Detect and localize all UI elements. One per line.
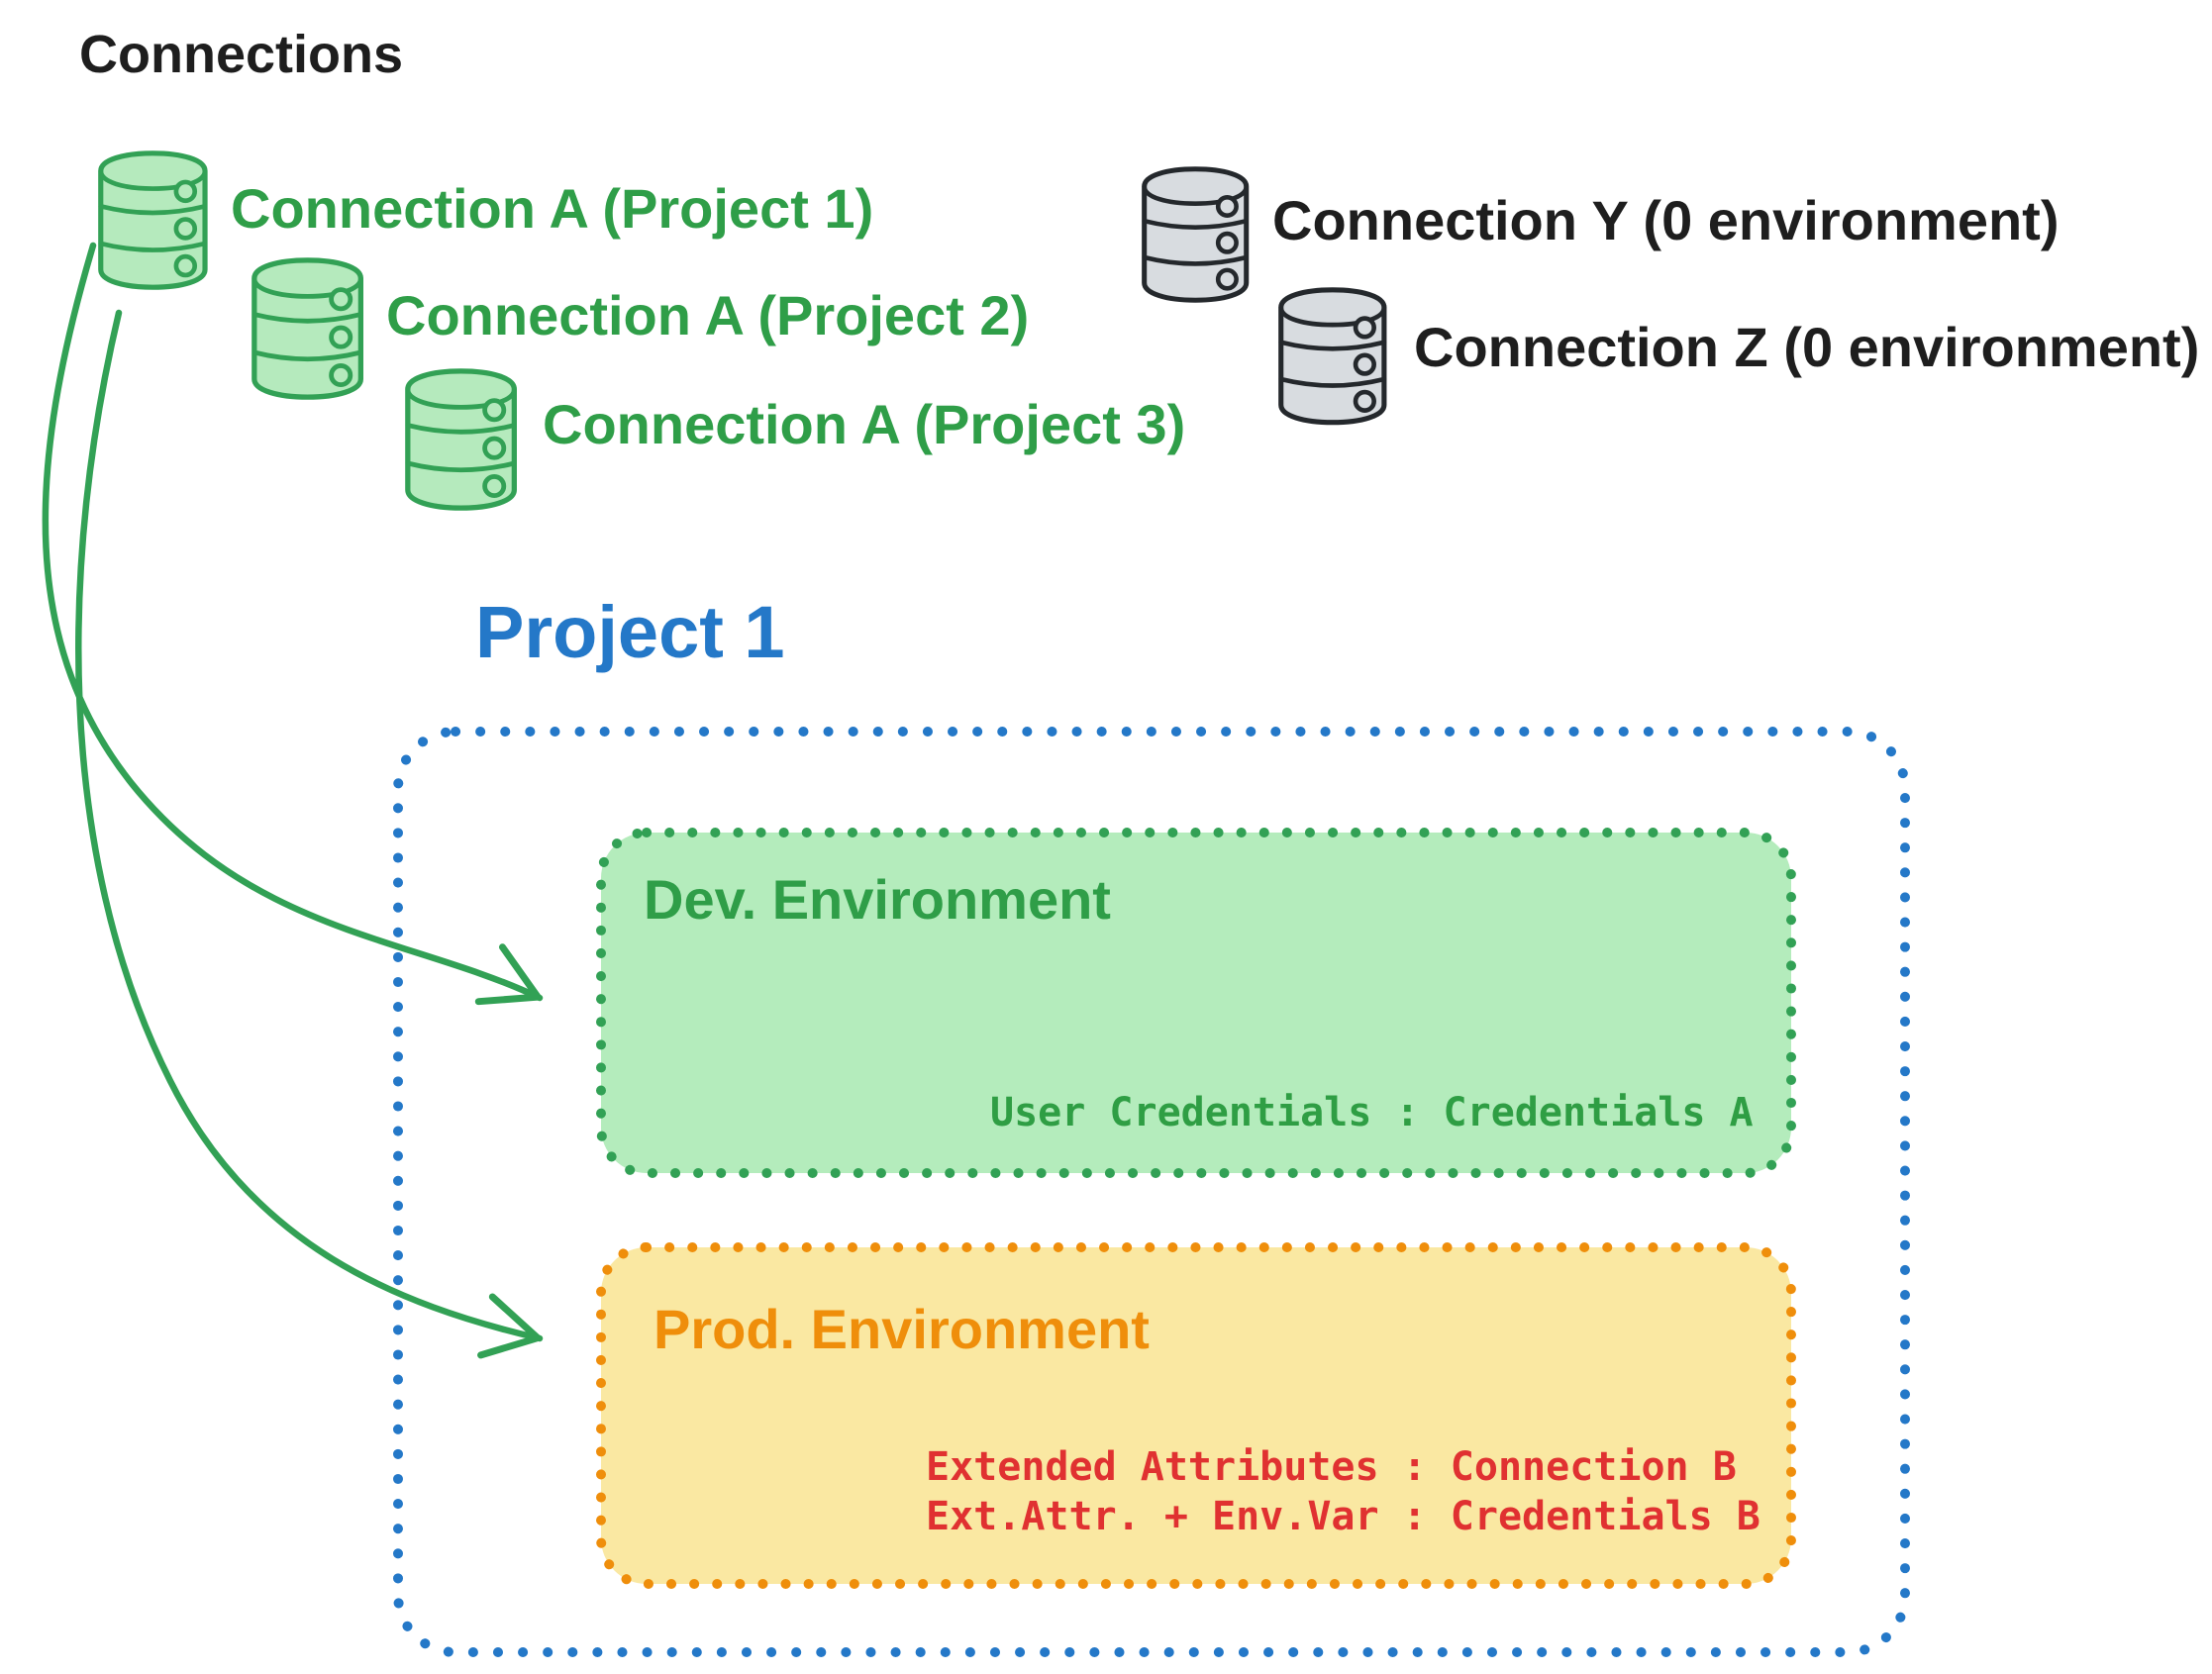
dev-environment-credentials: User Credentials : Credentials A <box>990 1090 1754 1135</box>
arrow-connection-a-to-prod <box>75 309 544 1359</box>
prod-environment-label: Prod. Environment <box>654 1298 1150 1360</box>
project-1-title: Project 1 <box>475 591 785 673</box>
dev-environment-box <box>596 828 1796 1178</box>
arrow-connection-a-to-dev <box>42 242 544 1006</box>
dev-environment-label: Dev. Environment <box>644 868 1111 931</box>
connection-a-project-2-label: Connection A (Project 2) <box>386 284 1030 346</box>
database-icon-connection-a-project-2 <box>253 259 361 398</box>
connections-title: Connections <box>79 25 404 84</box>
connection-a-project-1-label: Connection A (Project 1) <box>231 177 874 240</box>
project-1-box <box>393 727 1910 1657</box>
database-icon-connection-a-project-3 <box>407 370 515 509</box>
prod-environment-credentials-line-2: Ext.Attr. + Env.Var : Credentials B <box>926 1494 1760 1539</box>
connection-a-project-3-label: Connection A (Project 3) <box>543 393 1186 455</box>
database-icon-connection-a-project-1 <box>100 152 206 288</box>
prod-environment-credentials-line-1: Extended Attributes : Connection B <box>926 1444 1737 1490</box>
connection-z-label: Connection Z (0 environment) <box>1414 316 2200 378</box>
prod-environment-box <box>596 1242 1796 1589</box>
database-icon-connection-y <box>1144 168 1247 301</box>
database-icon-connection-z <box>1280 289 1384 423</box>
connection-y-label: Connection Y (0 environment) <box>1272 189 2060 251</box>
